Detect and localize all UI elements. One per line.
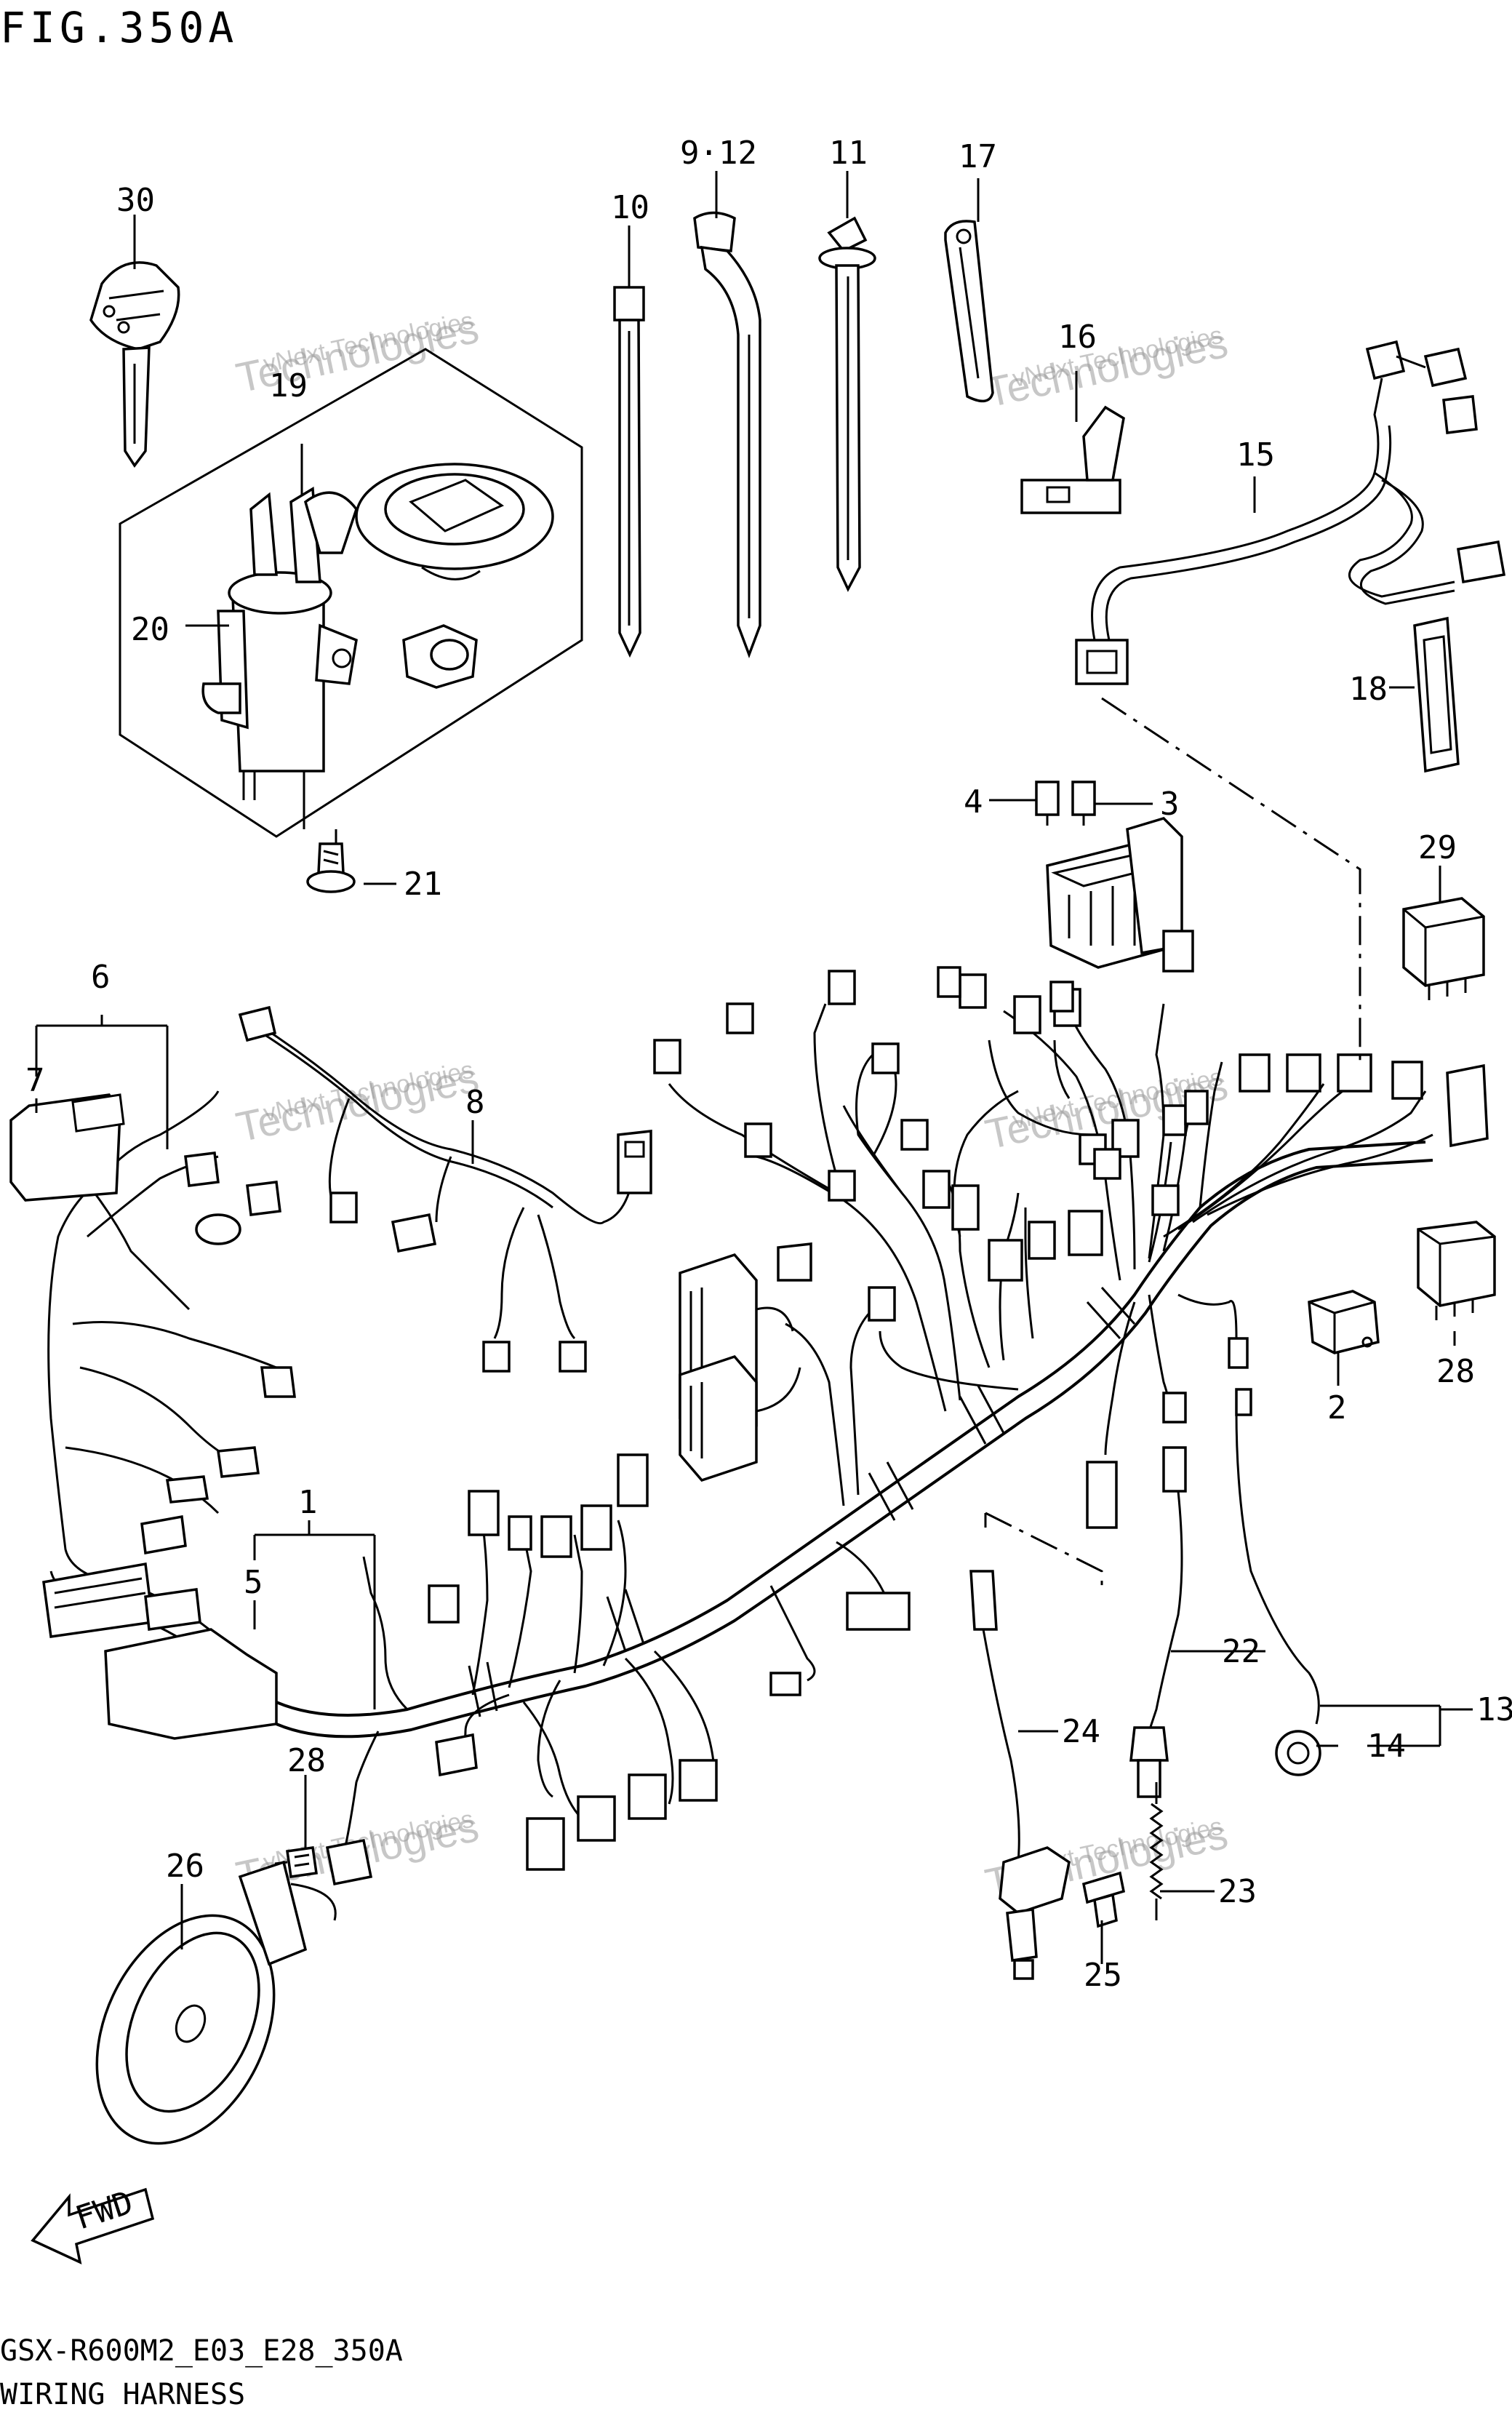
callout-19: 19: [269, 367, 308, 404]
fwd-direction-arrow: FWD: [31, 2184, 155, 2265]
callout-27: 28: [287, 1742, 326, 1779]
part-17-strap: [944, 220, 994, 403]
callout-1: 1: [298, 1484, 318, 1521]
callout-26: 26: [166, 1848, 204, 1885]
figure-title: FIG.350A: [0, 3, 238, 52]
part-24-switch: [969, 1570, 1071, 1980]
fwd-label: FWD: [71, 2184, 137, 2237]
part-26-horn: [95, 1860, 337, 2145]
part-29-relay: [1402, 897, 1485, 1000]
callout-22: 22: [1222, 1633, 1260, 1670]
watermark-2: Technologies vNext Technologies: [981, 319, 1232, 417]
callout-9-12: 9·12: [680, 135, 757, 172]
part-2-relay: [1308, 1290, 1380, 1354]
harness-connectors: [9, 966, 1489, 1886]
alignment-lines: [984, 697, 1361, 1586]
callout-18: 18: [1349, 671, 1388, 708]
callout-10: 10: [611, 189, 649, 226]
part-10-cable-tie: [613, 286, 645, 658]
callout-2: 2: [1327, 1389, 1347, 1426]
callout-16: 16: [1058, 319, 1097, 356]
part-27-bolt: [274, 1846, 318, 1878]
callout-5: 5: [244, 1564, 263, 1601]
leader-lines: [35, 171, 1473, 1964]
callout-17: 17: [959, 138, 997, 175]
part-13-14-sensor: [1235, 1410, 1321, 1776]
callout-21: 21: [404, 866, 442, 903]
part-16-bracket: [1020, 378, 1125, 514]
figure-caption: WIRING HARNESS: [0, 2378, 245, 2411]
part-21-bolt: [306, 842, 356, 893]
model-code: GSX-R600M2_E03_E28_350A: [0, 2334, 403, 2368]
part-28-relay: [1417, 1221, 1496, 1320]
callout-labels: 30 19 20 21 10 9·12 11 17 16 15 18 4 3 2…: [25, 135, 1512, 1994]
callout-20: 20: [131, 611, 169, 648]
callout-7: 7: [25, 1062, 45, 1099]
callout-30: 30: [116, 182, 155, 219]
callout-14: 14: [1367, 1728, 1406, 1765]
callout-13: 13: [1476, 1691, 1512, 1728]
callout-3: 3: [1160, 786, 1180, 823]
callout-24: 24: [1062, 1713, 1100, 1750]
part-15-sub-harness: [1075, 340, 1506, 685]
callout-29: 29: [1418, 829, 1457, 866]
callout-6: 6: [91, 959, 111, 996]
callout-23: 23: [1218, 1873, 1257, 1910]
part-22-sensor: [1129, 1490, 1183, 1798]
callout-11: 11: [829, 135, 868, 172]
callout-15: 15: [1236, 436, 1275, 474]
callout-8: 8: [465, 1084, 485, 1121]
part-23-spring: [1149, 1782, 1164, 1920]
part-11-clip-tie: [818, 216, 876, 592]
callout-4: 4: [964, 783, 983, 821]
part-19-ignition-set-box: [119, 348, 583, 838]
part-9-12-clamp-tie: [693, 211, 761, 658]
callout-25: 25: [1084, 1957, 1122, 1994]
callout-28: 28: [1436, 1353, 1475, 1390]
part-30-key: [89, 261, 180, 468]
part-25-bolt: [1081, 1871, 1126, 1928]
part-18-band: [1413, 616, 1460, 773]
fuse-box: [1035, 781, 1194, 973]
